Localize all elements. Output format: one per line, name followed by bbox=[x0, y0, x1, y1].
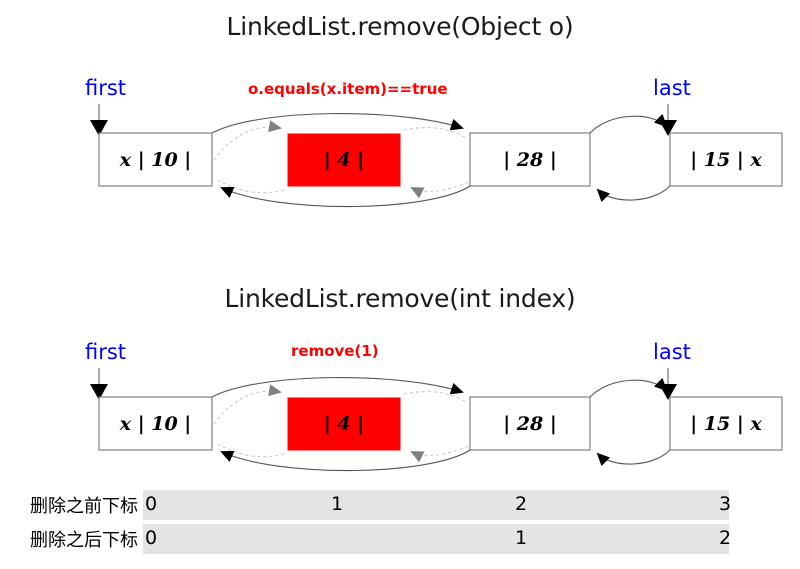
index-cell-before-2: 2 bbox=[515, 493, 528, 515]
node-box-1-2 bbox=[469, 132, 591, 187]
node-value-2-2: | 28 | bbox=[503, 413, 557, 435]
diagram-title-remove-object: LinkedList.remove(Object o) bbox=[226, 12, 574, 41]
black-prev-link-3to2-1 bbox=[596, 185, 671, 203]
diagram-title-remove-index: LinkedList.remove(int index) bbox=[224, 284, 576, 313]
node-box-1-0 bbox=[98, 132, 213, 187]
black-prev-bypass-2to0-2 bbox=[220, 449, 471, 472]
node-box-1-1-removed bbox=[287, 133, 401, 187]
last-pointer-label-1: last bbox=[653, 76, 691, 100]
last-pointer-label-2: last bbox=[653, 340, 691, 364]
first-pointer-label-2: first bbox=[85, 340, 127, 364]
index-cell-after-1: 1 bbox=[515, 527, 528, 549]
node-box-2-0 bbox=[98, 396, 213, 451]
index-row-label-after: 删除之后下标 bbox=[30, 530, 138, 551]
gray-prev-link-1to0-2 bbox=[217, 443, 285, 458]
first-pointer-arrowhead-2 bbox=[90, 384, 108, 400]
index-cell-before-1: 1 bbox=[331, 493, 344, 515]
node-box-1-3 bbox=[669, 132, 783, 187]
first-pointer-arrowhead-1 bbox=[90, 120, 108, 136]
black-next-bypass-0to2-2 bbox=[211, 377, 464, 398]
index-cell-after-0: 0 bbox=[145, 527, 158, 549]
node-box-2-1-removed bbox=[287, 397, 401, 451]
node-value-2-3: | 15 | x bbox=[690, 413, 762, 435]
gray-next-link-0to1-1 bbox=[213, 120, 282, 161]
diagram-2-art bbox=[90, 368, 783, 472]
diagram-1-art bbox=[90, 104, 783, 208]
node-value-1-3: | 15 | x bbox=[690, 149, 762, 171]
gray-prev-link-2to1-1 bbox=[410, 181, 469, 199]
gray-next-link-0to1-2 bbox=[213, 384, 282, 425]
index-bar-before bbox=[143, 490, 729, 520]
index-cell-before-3: 3 bbox=[719, 493, 732, 515]
index-bar-after bbox=[143, 524, 729, 554]
index-row-label-before: 删除之前下标 bbox=[30, 496, 138, 517]
black-prev-link-3to2-2 bbox=[596, 449, 671, 467]
node-value-1-1: | 4 | bbox=[323, 149, 365, 171]
node-box-2-2 bbox=[469, 396, 591, 451]
black-next-link-2to3-2 bbox=[589, 377, 668, 398]
node-value-1-2: | 28 | bbox=[503, 149, 557, 171]
gray-next-link-1to2-1 bbox=[403, 127, 467, 139]
index-cell-after-2: 2 bbox=[719, 527, 732, 549]
black-next-bypass-0to2-1 bbox=[211, 113, 464, 134]
gray-next-link-1to2-2 bbox=[403, 391, 467, 403]
remove-call-note-label-2: remove(1) bbox=[291, 342, 379, 360]
black-next-link-2to3-1 bbox=[589, 113, 668, 134]
condition-note-label-1: o.equals(x.item)==true bbox=[248, 80, 448, 98]
first-pointer-label-1: first bbox=[85, 76, 127, 100]
index-cell-before-0: 0 bbox=[145, 493, 158, 515]
node-value-2-1: | 4 | bbox=[323, 413, 365, 435]
gray-prev-link-1to0-1 bbox=[217, 179, 285, 194]
black-prev-bypass-2to0-1 bbox=[220, 185, 471, 208]
node-value-1-0: x | 10 | bbox=[119, 149, 192, 171]
node-value-2-0: x | 10 | bbox=[119, 413, 192, 435]
gray-prev-link-2to1-2 bbox=[410, 445, 469, 463]
node-box-2-3 bbox=[669, 396, 783, 451]
